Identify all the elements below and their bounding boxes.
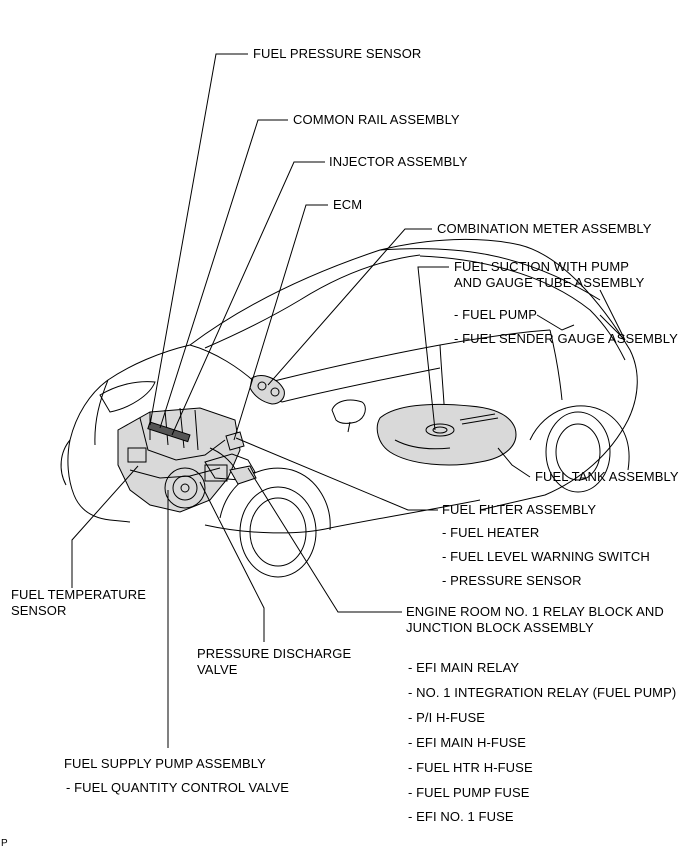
relay-item: - EFI NO. 1 FUSE	[408, 809, 514, 824]
relay-item: - EFI MAIN H-FUSE	[408, 735, 526, 750]
relay-item: - FUEL HTR H-FUSE	[408, 760, 533, 775]
label-fuel-temperature-line1: FUEL TEMPERATURE	[11, 587, 146, 602]
fuel-tank-illustration	[376, 403, 517, 466]
relay-item: - EFI MAIN RELAY	[408, 660, 520, 675]
label-fuel-suction-line2: AND GAUGE TUBE ASSEMBLY	[454, 275, 645, 290]
engine-assembly-illustration	[117, 407, 241, 513]
label-pressure-sensor: - PRESSURE SENSOR	[442, 573, 582, 588]
label-fuel-suction-line1: FUEL SUCTION WITH PUMP	[454, 259, 630, 274]
car-body-outline	[60, 238, 638, 578]
leader-lines	[71, 53, 626, 748]
label-fuel-pressure-sensor: FUEL PRESSURE SENSOR	[253, 46, 422, 61]
label-injector-assembly: INJECTOR ASSEMBLY	[329, 154, 468, 169]
label-fuel-supply-pump-assembly: FUEL SUPPLY PUMP ASSEMBLY	[64, 756, 266, 771]
label-common-rail-assembly: COMMON RAIL ASSEMBLY	[293, 112, 460, 127]
corner-mark: P	[1, 838, 8, 849]
label-engine-room-line1: ENGINE ROOM NO. 1 RELAY BLOCK AND	[406, 604, 664, 619]
label-fuel-level-warning-switch: - FUEL LEVEL WARNING SWITCH	[442, 549, 650, 564]
fuel-filter-and-relay-block	[204, 431, 257, 485]
label-fuel-tank-assembly: FUEL TANK ASSEMBLY	[535, 469, 679, 484]
label-fuel-pump: - FUEL PUMP	[454, 307, 537, 322]
label-engine-room-line2: JUNCTION BLOCK ASSEMBLY	[406, 620, 594, 635]
combination-meter-illustration	[249, 375, 285, 405]
label-fuel-heater: - FUEL HEATER	[442, 525, 540, 540]
label-pressure-discharge-line2: VALVE	[197, 662, 238, 677]
label-fuel-filter-assembly: FUEL FILTER ASSEMBLY	[442, 502, 597, 517]
relay-item: - NO. 1 INTEGRATION RELAY (FUEL PUMP)	[408, 685, 677, 700]
label-fuel-sender-gauge-assembly: - FUEL SENDER GAUGE ASSEMBLY	[454, 331, 678, 346]
relay-item: - P/I H-FUSE	[408, 710, 486, 725]
relay-item: - FUEL PUMP FUSE	[408, 785, 530, 800]
label-pressure-discharge-line1: PRESSURE DISCHARGE	[197, 646, 352, 661]
label-combination-meter-assembly: COMBINATION METER ASSEMBLY	[437, 221, 652, 236]
label-fuel-temperature-line2: SENSOR	[11, 603, 67, 618]
label-ecm: ECM	[333, 197, 363, 212]
label-fuel-quantity-control-valve: - FUEL QUANTITY CONTROL VALVE	[66, 780, 289, 795]
